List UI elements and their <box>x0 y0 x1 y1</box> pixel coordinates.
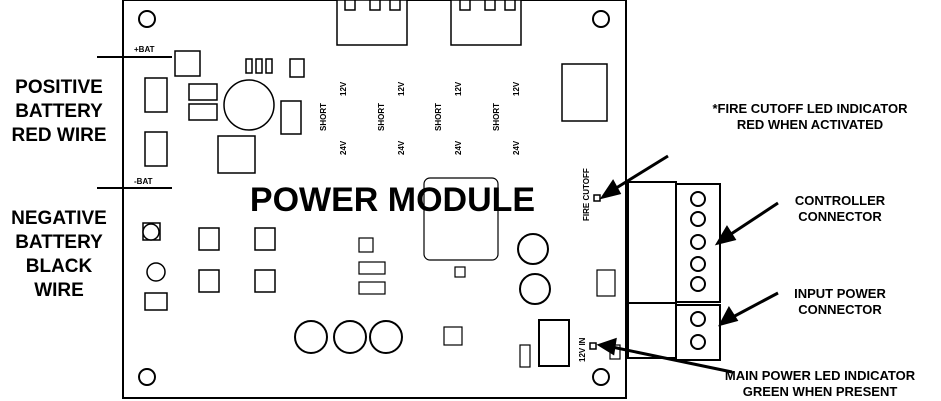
fire-led-line-1: *FIRE CUTOFF LED INDICATOR <box>712 101 908 116</box>
negative-line-3: BLACK <box>25 256 93 277</box>
in-12v-pcb-label: 12V IN <box>578 337 587 362</box>
fire-cutoff-pcb-label: FIRE CUTOFF <box>582 168 591 221</box>
pcb-board <box>122 0 627 399</box>
main-led-callout: MAIN POWER LED INDICATOR GREEN WHEN PRES… <box>700 368 940 400</box>
fire-cutoff-led <box>593 194 601 202</box>
main-power-led <box>589 342 597 350</box>
negative-line-2: BATTERY <box>15 232 103 253</box>
v12-label-3: 12V <box>454 81 463 96</box>
positive-line-1: POSITIVE <box>15 77 103 98</box>
input-power-connector <box>627 302 721 361</box>
small-components <box>358 177 621 368</box>
v24-label-4: 24V <box>512 140 521 155</box>
fire-led-line-2: RED WHEN ACTIVATED <box>736 117 884 132</box>
main-led-line-1: MAIN POWER LED INDICATOR <box>724 368 916 383</box>
controller-line-2: CONNECTOR <box>798 209 882 224</box>
v12-label-2: 12V <box>397 81 406 96</box>
controller-line-1: CONTROLLER <box>794 193 886 208</box>
negative-line-1: NEGATIVE <box>11 208 107 229</box>
top-connectors <box>336 0 522 46</box>
positive-line-2: BATTERY <box>15 101 103 122</box>
neg-bat-label: -BAT <box>134 177 153 186</box>
short-label-3: SHORT <box>434 103 443 131</box>
v24-label-3: 24V <box>454 140 463 155</box>
input-power-line-1: INPUT POWER <box>794 286 886 301</box>
pos-bat-label: +BAT <box>134 45 155 54</box>
fire-led-callout: *FIRE CUTOFF LED INDICATOR RED WHEN ACTI… <box>680 101 940 133</box>
short-label-1: SHORT <box>319 103 328 131</box>
v24-label-2: 24V <box>397 140 406 155</box>
input-power-line-2: CONNECTOR <box>798 302 882 317</box>
negative-line-4: WIRE <box>34 280 84 301</box>
v24-label-1: 24V <box>339 140 348 155</box>
board-title: POWER MODULE <box>249 181 536 219</box>
main-led-line-2: GREEN WHEN PRESENT <box>742 384 898 399</box>
input-power-callout: INPUT POWER CONNECTOR <box>770 286 910 318</box>
v12-label-1: 12V <box>339 81 348 96</box>
controller-callout: CONTROLLER CONNECTOR <box>770 193 910 225</box>
positive-line-3: RED WIRE <box>11 125 107 146</box>
short-label-4: SHORT <box>492 103 501 131</box>
v12-label-4: 12V <box>512 81 521 96</box>
left-components <box>142 50 608 311</box>
controller-connector <box>627 181 721 304</box>
negative-battery-callout: NEGATIVE BATTERY BLACK WIRE <box>0 207 118 303</box>
short-label-2: SHORT <box>377 103 386 131</box>
capacitors <box>294 233 570 367</box>
callout-arrows <box>596 154 779 374</box>
positive-battery-callout: POSITIVE BATTERY RED WIRE <box>0 76 118 148</box>
